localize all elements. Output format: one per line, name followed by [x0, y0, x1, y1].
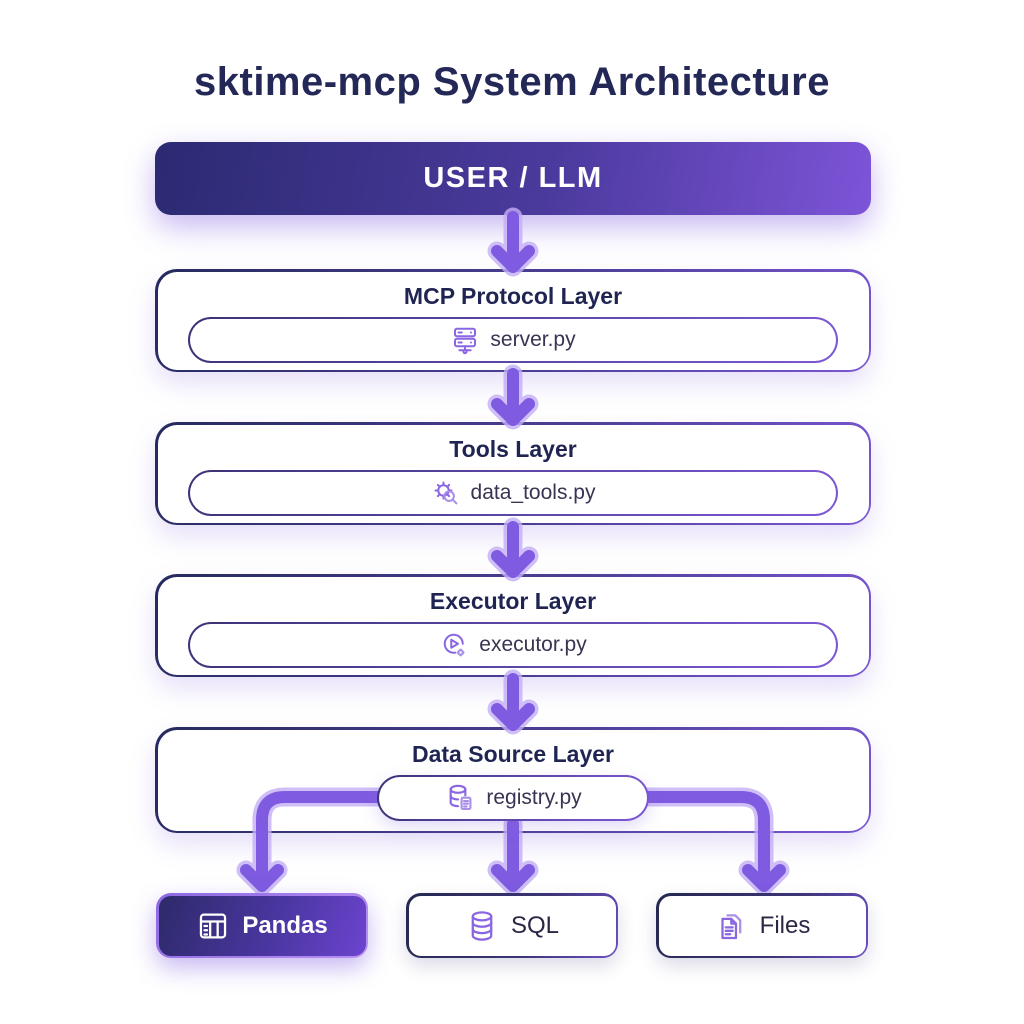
arrow-tools-to-executor [491, 521, 535, 578]
layer-title: Data Source Layer [412, 740, 614, 767]
layer-title: MCP Protocol Layer [403, 282, 623, 309]
module-label: executor.py [479, 632, 587, 656]
database-cylinder-icon [471, 910, 493, 941]
database-file-icon [449, 784, 472, 810]
source-label: SQL [510, 911, 560, 939]
source-sql: SQL [406, 893, 618, 958]
page-title: sktime-mcp System Architecture [194, 60, 830, 104]
layer-tools: Tools Layer data_tools.py [155, 422, 871, 525]
arrow-mcp-to-tools [491, 368, 535, 426]
server-icon [454, 327, 477, 354]
layer-title: Tools Layer [449, 435, 577, 462]
arrow-user-to-mcp [491, 211, 535, 273]
source-pandas: Pandas [156, 893, 368, 958]
layer-data-source: Data Source Layer registry.py [155, 727, 871, 833]
module-pill-registry: registry.py [377, 774, 649, 821]
play-circle-gear-icon [444, 633, 465, 656]
source-files: Files [656, 893, 868, 958]
module-label: data_tools.py [470, 480, 596, 504]
module-label: registry.py [486, 785, 582, 809]
gear-search-icon [434, 481, 457, 504]
user-llm-label: USER / LLM [423, 162, 603, 194]
module-pill-executor: executor.py [188, 621, 838, 668]
user-llm-banner: USER / LLM [155, 142, 871, 215]
layer-mcp-protocol: MCP Protocol Layer server.py [155, 269, 871, 372]
arrow-registry-to-sql [491, 818, 535, 892]
arrow-executor-to-data [491, 673, 535, 731]
module-pill-data-tools: data_tools.py [188, 469, 838, 516]
layer-executor: Executor Layer executor.py [155, 574, 871, 677]
documents-icon [721, 913, 741, 939]
source-label: Pandas [242, 911, 328, 939]
table-grid-icon [200, 913, 227, 938]
source-label: Files [759, 911, 811, 939]
module-pill-server: server.py [188, 316, 838, 363]
layer-title: Executor Layer [429, 587, 597, 614]
module-label: server.py [490, 327, 576, 351]
